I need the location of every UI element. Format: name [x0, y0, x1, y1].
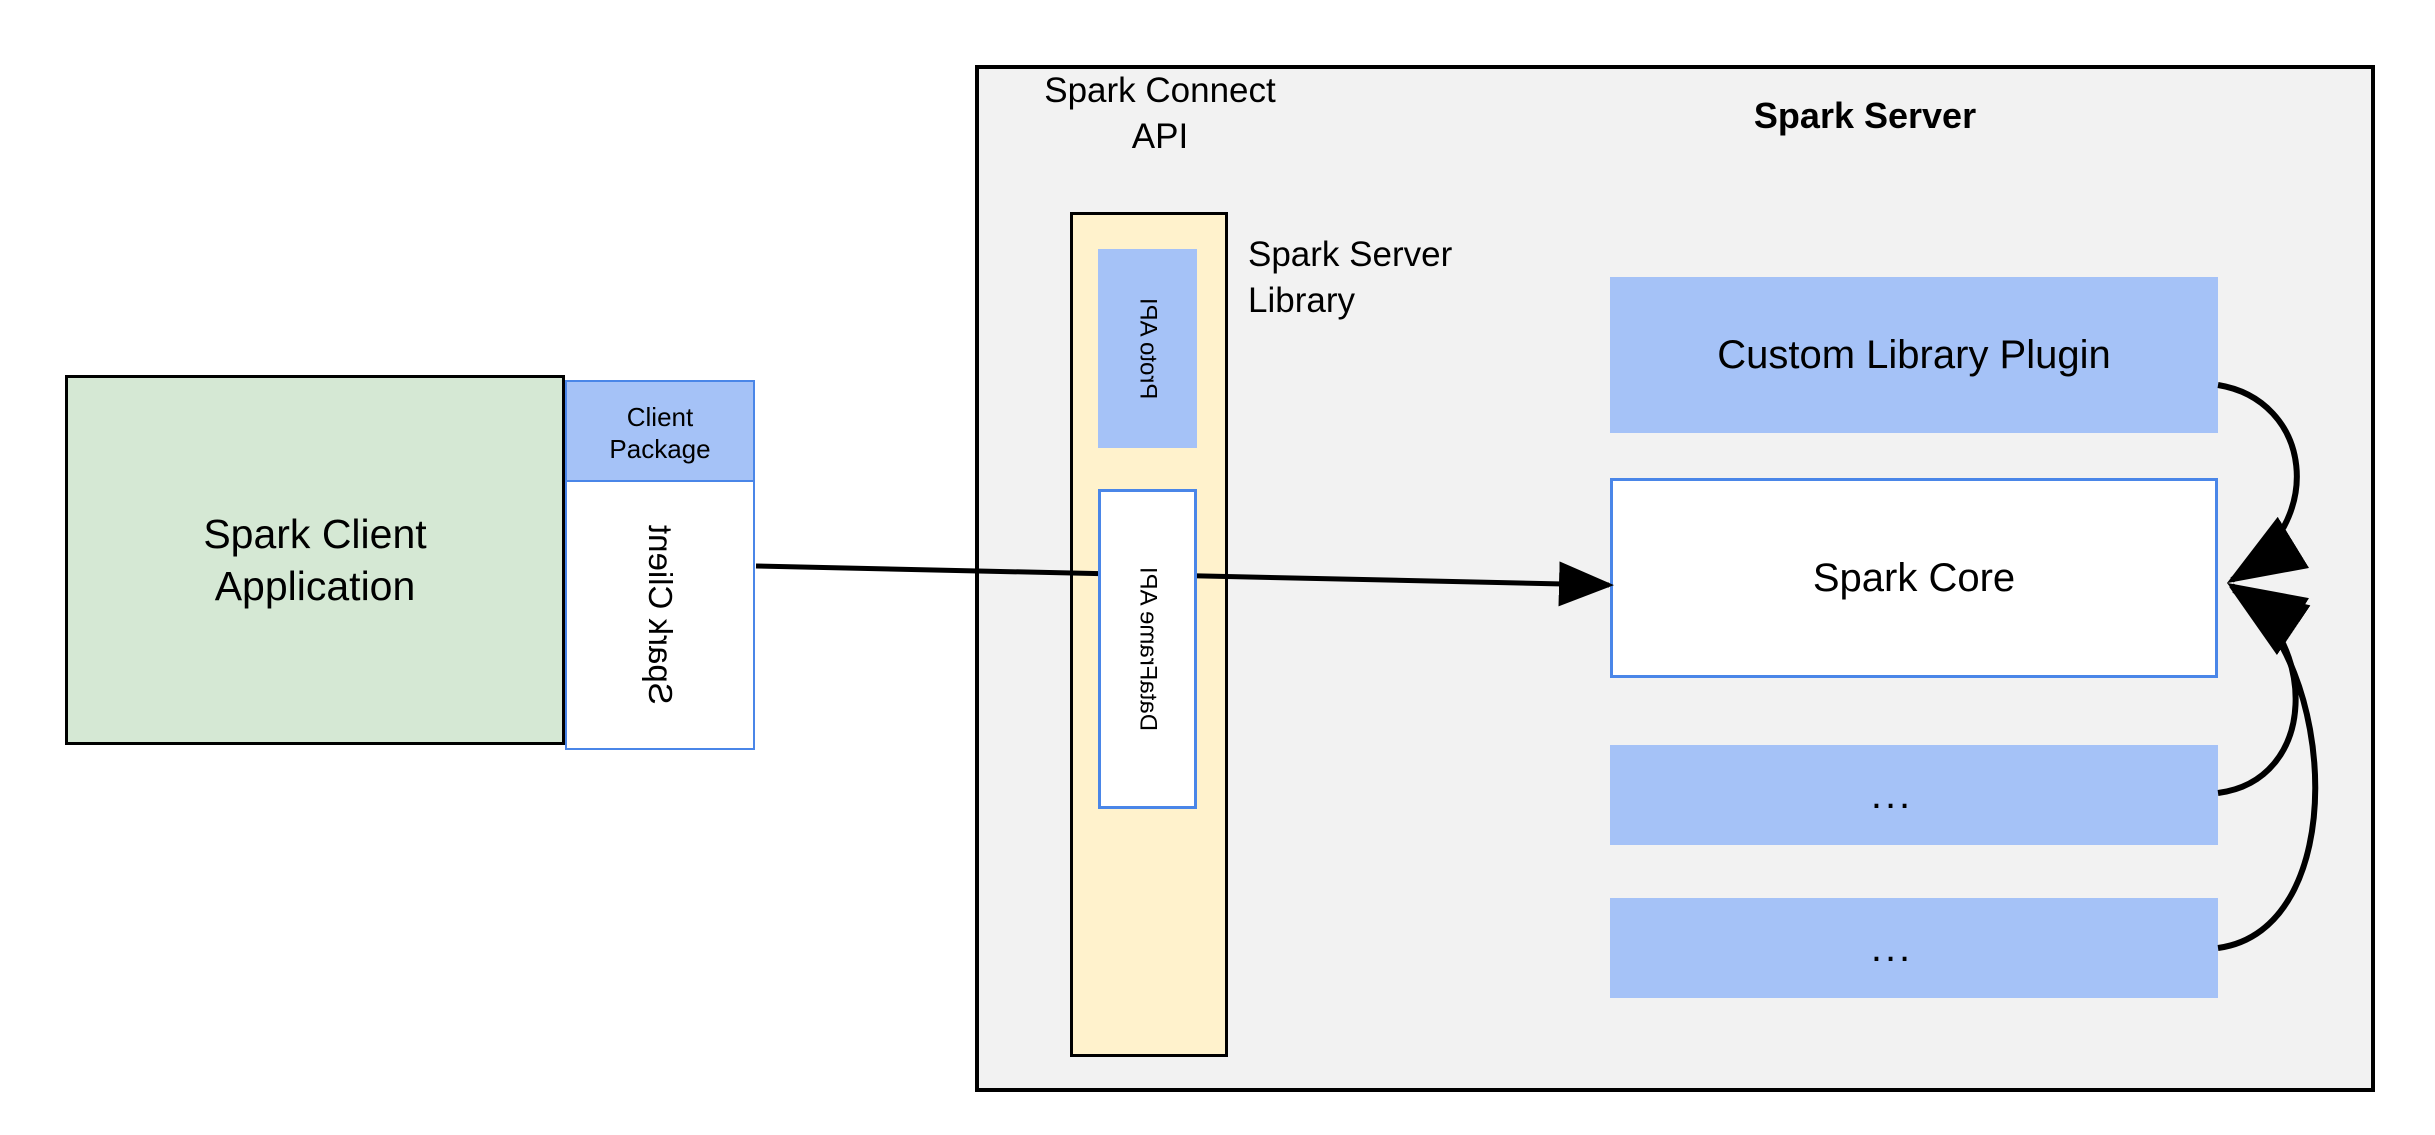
spark-client-label: Spark Client [642, 525, 679, 705]
spark-server-title: Spark Server [1753, 95, 1977, 136]
spark-connect-api-label: Spark Connect API [1015, 68, 1305, 159]
spark-connect-api-label-line2: API [1131, 116, 1189, 156]
client-package-box[interactable]: Client Package [565, 380, 755, 488]
spark-core-label: Spark Core [1812, 555, 2016, 600]
spark-server-library-label-line2: Library [1248, 280, 1355, 320]
spark-client-application-label-line2: Application [214, 563, 416, 609]
spark-client-application-label-line1: Spark Client [203, 510, 427, 557]
proto-api-label: Proto API [1134, 297, 1162, 400]
custom-library-plugin-box[interactable]: Custom Library Plugin [1610, 277, 2218, 433]
dataframe-api-box[interactable]: DataFrame API [1098, 489, 1197, 809]
spark-client-application-box[interactable]: Spark Client Application [65, 375, 565, 745]
proto-api-box[interactable]: Proto API [1098, 249, 1197, 448]
spark-server-library-label-line1: Spark Server [1248, 235, 1453, 274]
placeholder-component-2[interactable]: ... [1610, 898, 2218, 998]
client-package-label-line2: Package [609, 434, 711, 464]
placeholder-component-1-label: ... [1870, 772, 1914, 817]
dataframe-api-label: DataFrame API [1134, 566, 1162, 732]
placeholder-component-1[interactable]: ... [1610, 745, 2218, 845]
spark-client-box[interactable]: Spark Client [565, 480, 755, 750]
client-package-label-line1: Client [626, 402, 694, 433]
custom-library-plugin-label: Custom Library Plugin [1717, 332, 2111, 377]
spark-connect-api-label-line1: Spark Connect [1044, 71, 1276, 110]
placeholder-component-2-label: ... [1870, 925, 1914, 970]
spark-server-library-label: Spark Server Library [1248, 232, 1548, 323]
spark-core-box[interactable]: Spark Core [1610, 478, 2218, 678]
